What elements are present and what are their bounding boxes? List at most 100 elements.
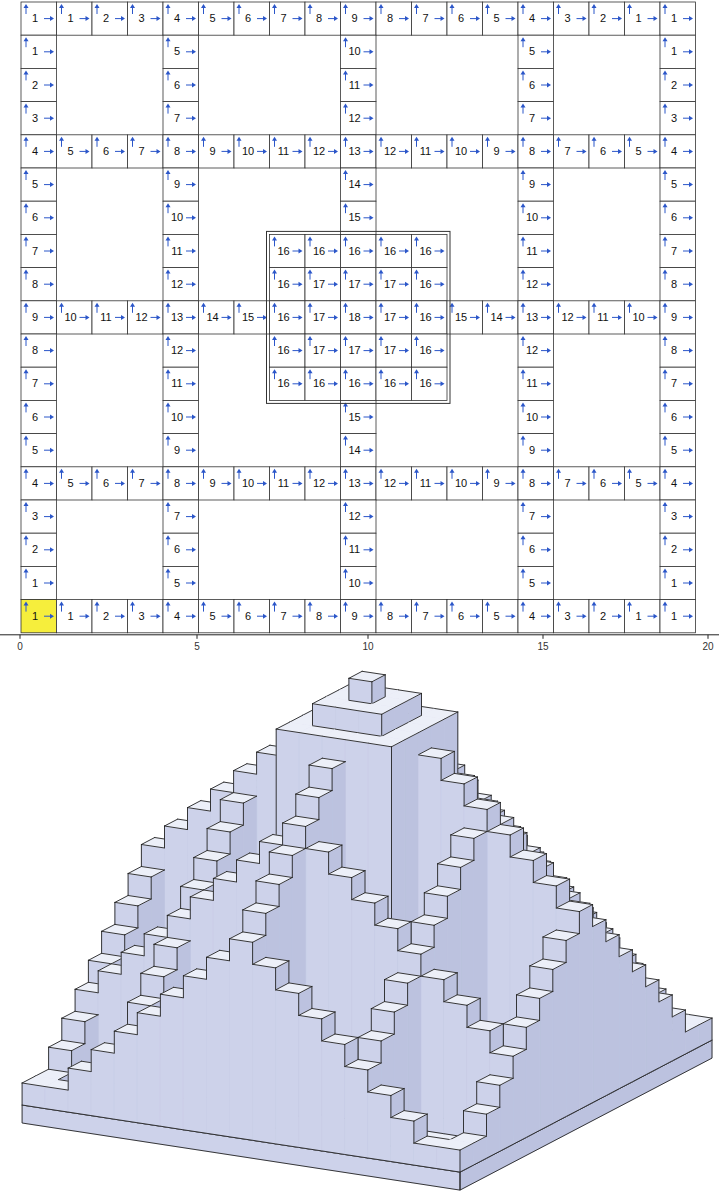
edge-line <box>457 995 480 999</box>
grid-cell <box>660 168 696 201</box>
arrow-head <box>59 4 64 8</box>
edge-line <box>411 944 434 948</box>
edge-line <box>556 930 579 934</box>
edge-line <box>438 886 461 890</box>
arrow-head <box>663 137 668 141</box>
arrow-head <box>663 4 668 8</box>
flow-arrow <box>416 140 417 147</box>
step-top-face <box>385 973 421 984</box>
edge-line <box>408 715 421 722</box>
step-top-face <box>451 828 487 839</box>
edge-line <box>359 711 382 715</box>
edge-line <box>187 808 188 830</box>
arrow-head <box>50 249 54 254</box>
step-top-face <box>256 874 292 885</box>
step-front-face <box>253 964 276 1144</box>
edge-line <box>345 1060 358 1067</box>
edge-line <box>207 829 230 833</box>
flow-arrow <box>80 151 87 152</box>
edge-line <box>712 1018 713 1040</box>
step-top-face <box>391 1111 427 1122</box>
edge-line <box>398 690 421 694</box>
edge-line <box>473 1136 486 1143</box>
edge-line <box>207 822 220 829</box>
edge-line <box>98 964 111 971</box>
edge-line <box>447 896 448 918</box>
edge-line <box>252 942 253 964</box>
flow-arrow <box>345 140 346 147</box>
flow-arrow <box>452 140 453 147</box>
edge-line <box>299 733 322 737</box>
grid-cell <box>21 2 57 35</box>
grid-cell <box>518 201 554 234</box>
arrow-head <box>228 149 232 154</box>
edge-line <box>421 693 422 715</box>
arrow-head <box>476 16 480 21</box>
edge-line <box>283 823 306 827</box>
flow-arrow <box>44 51 51 52</box>
flow-arrow <box>577 18 584 19</box>
flow-arrow <box>151 18 158 19</box>
edge-line <box>438 857 451 864</box>
edge-line <box>213 872 226 879</box>
flow-arrow <box>541 51 548 52</box>
edge-line <box>460 1150 461 1172</box>
edge-line <box>443 980 444 1002</box>
edge-line <box>487 825 500 832</box>
edge-line <box>424 886 437 893</box>
arrow-head <box>192 149 196 154</box>
step-top-face <box>88 953 124 964</box>
edge-line <box>165 826 188 830</box>
flow-arrow <box>648 151 655 152</box>
edge-line <box>381 714 382 736</box>
edge-line <box>22 1076 35 1083</box>
edge-line <box>207 957 230 961</box>
edge-line <box>490 1075 513 1079</box>
edge-line <box>299 1147 322 1151</box>
grid-cell <box>341 135 377 168</box>
arrow-head <box>663 170 668 174</box>
edge-line <box>447 889 460 896</box>
edge-line <box>298 993 299 1015</box>
edge-line <box>256 903 279 907</box>
flow-arrow <box>523 107 524 114</box>
edge-line <box>500 1078 513 1085</box>
edge-line <box>45 1087 68 1091</box>
flow-arrow <box>44 18 51 19</box>
flow-arrow <box>665 173 666 180</box>
arrow-head <box>201 4 206 8</box>
step-top-face <box>62 1011 98 1021</box>
edge-line <box>137 1006 150 1013</box>
edge-line <box>342 867 365 871</box>
edge-line <box>517 1017 540 1021</box>
arrow-head <box>166 4 171 8</box>
flow-arrow <box>26 140 27 147</box>
edge-line <box>487 832 510 836</box>
edge-line <box>91 1043 104 1050</box>
arrow-head <box>201 137 206 141</box>
flow-arrow <box>523 7 524 14</box>
flow-arrow <box>186 85 193 86</box>
step-top-face <box>154 937 190 947</box>
edge-line <box>164 970 177 977</box>
grid-cell <box>163 102 199 135</box>
grid-cell <box>92 135 128 168</box>
flow-arrow <box>435 151 442 152</box>
arrow-head <box>583 149 587 154</box>
step-top-face <box>230 932 266 942</box>
edge-line <box>283 816 296 823</box>
edge-line <box>141 867 164 871</box>
edge-line <box>266 957 289 961</box>
edge-line <box>349 671 362 678</box>
step-top-face <box>128 867 164 878</box>
edge-line <box>230 832 231 854</box>
flow-arrow <box>523 140 524 147</box>
arrow-head <box>308 137 313 141</box>
flow-arrow <box>523 206 524 213</box>
edge-line <box>352 900 375 904</box>
edge-line <box>115 902 138 906</box>
edge-line <box>487 810 488 832</box>
edge-line <box>437 1169 460 1173</box>
edge-line <box>372 697 385 704</box>
edge-line <box>358 1038 381 1042</box>
